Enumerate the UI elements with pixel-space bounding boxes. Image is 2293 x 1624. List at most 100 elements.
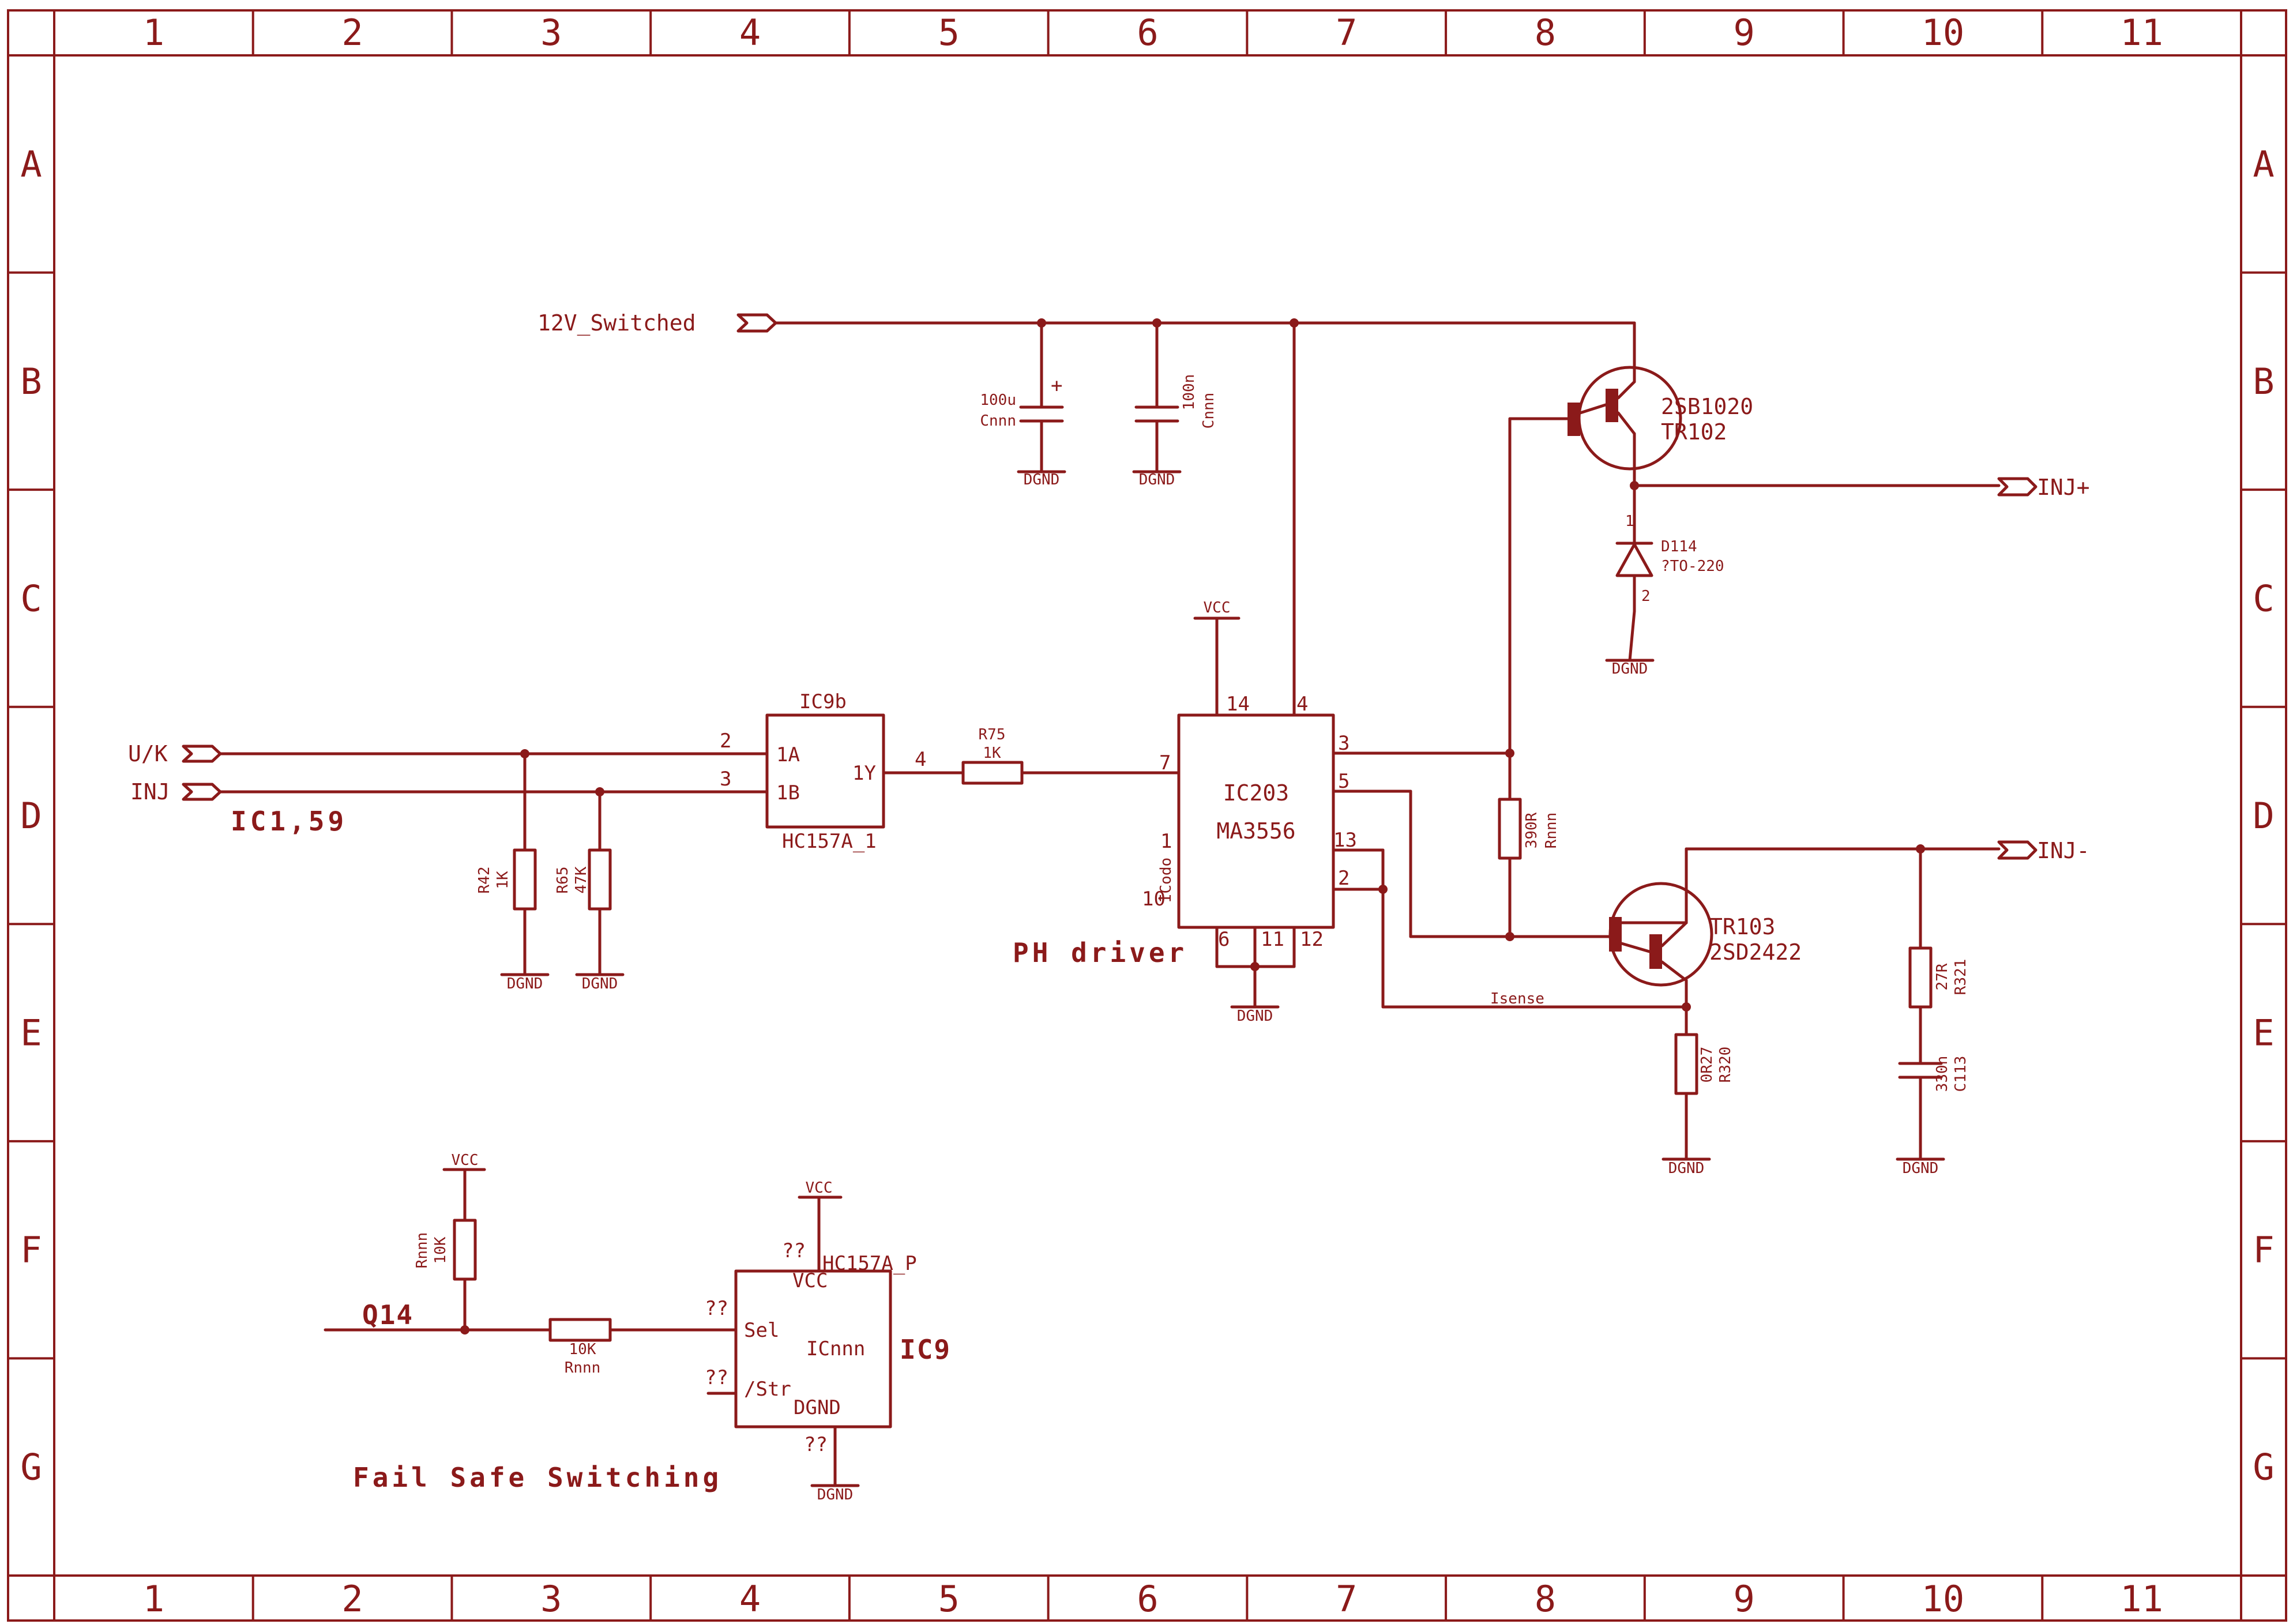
svg-text:R65: R65 xyxy=(554,867,572,894)
svg-text:ICodo: ICodo xyxy=(1157,858,1175,903)
svg-text:R75: R75 xyxy=(979,726,1006,743)
svg-text:IC1,59: IC1,59 xyxy=(231,806,347,837)
svg-text:1: 1 xyxy=(1160,830,1172,853)
frame-col-label: 1 xyxy=(143,1578,164,1620)
svg-text:11: 11 xyxy=(1261,928,1284,951)
frame-col-label: 7 xyxy=(1336,1578,1357,1620)
svg-text:DGND: DGND xyxy=(1139,471,1175,488)
svg-text:R321: R321 xyxy=(1952,959,1969,995)
svg-text:47K: 47K xyxy=(573,866,590,893)
svg-text:Cnnn: Cnnn xyxy=(980,412,1016,430)
frame-col-label: 10 xyxy=(1922,1578,1965,1620)
frame-row-label: A xyxy=(20,143,42,185)
tr103-transistor: TR103 2SD2422 INJ- 0R27 R320 DGND 27R R3… xyxy=(1608,838,2090,1177)
svg-text:+: + xyxy=(1051,374,1062,397)
svg-text:IC203: IC203 xyxy=(1223,780,1289,806)
svg-text:C113: C113 xyxy=(1952,1056,1969,1092)
svg-text:2SB1020: 2SB1020 xyxy=(1661,394,1753,419)
frame-row-label: A xyxy=(2253,143,2274,185)
svg-text:R320: R320 xyxy=(1717,1047,1734,1083)
svg-text:D114: D114 xyxy=(1661,538,1697,555)
frame-col-label: 10 xyxy=(1922,12,1965,54)
svg-text:HC157A_1: HC157A_1 xyxy=(782,830,877,853)
svg-text:ICnnn: ICnnn xyxy=(806,1337,865,1360)
frame-row-label: G xyxy=(2253,1446,2274,1488)
frame-row-label: D xyxy=(20,795,42,837)
svg-text:DGND: DGND xyxy=(1612,660,1648,678)
net-isense: Isense xyxy=(1490,990,1544,1008)
net-12v-switched: 12V_Switched xyxy=(537,310,696,336)
frame-col-label: 6 xyxy=(1137,12,1158,54)
svg-text:DGND: DGND xyxy=(1237,1008,1273,1025)
svg-text:DGND: DGND xyxy=(507,975,543,993)
svg-text:DGND: DGND xyxy=(794,1396,841,1419)
svg-text:1: 1 xyxy=(1625,513,1634,530)
frame-col-label: 4 xyxy=(739,1578,761,1620)
svg-text:13: 13 xyxy=(1333,829,1357,852)
svg-text:PH driver: PH driver xyxy=(1013,937,1187,968)
frame-row-label: F xyxy=(20,1229,42,1271)
svg-text:10K: 10K xyxy=(432,1236,449,1264)
svg-text:Fail Safe Switching: Fail Safe Switching xyxy=(353,1462,722,1493)
svg-text:Cnnn: Cnnn xyxy=(1200,393,1217,429)
svg-text:Sel: Sel xyxy=(744,1319,779,1342)
svg-text:1B: 1B xyxy=(776,781,800,805)
frame-col-label: 2 xyxy=(341,12,363,54)
svg-text:VCC: VCC xyxy=(1204,599,1231,616)
svg-text:R42: R42 xyxy=(476,867,493,894)
svg-text:2: 2 xyxy=(720,730,731,753)
frame-row-label: C xyxy=(20,577,42,619)
svg-text:HC157A_P: HC157A_P xyxy=(822,1252,917,1275)
frame-col-label: 8 xyxy=(1535,1578,1556,1620)
frame-col-label: 3 xyxy=(540,12,562,54)
svg-text:??: ?? xyxy=(804,1433,828,1456)
svg-text:14: 14 xyxy=(1226,693,1250,716)
svg-text:1K: 1K xyxy=(983,745,1001,762)
frame-row-label: E xyxy=(2253,1012,2274,1054)
svg-text:1K: 1K xyxy=(494,871,512,889)
svg-text:MA3556: MA3556 xyxy=(1216,818,1295,844)
frame-row-label: C xyxy=(2253,577,2274,619)
svg-text:3: 3 xyxy=(1338,732,1350,755)
svg-text:0R27: 0R27 xyxy=(1698,1047,1716,1083)
svg-text:VCC: VCC xyxy=(806,1179,833,1197)
svg-text:2: 2 xyxy=(1641,588,1651,605)
svg-text:5: 5 xyxy=(1338,770,1350,793)
svg-text:??: ?? xyxy=(782,1239,806,1262)
svg-text:1A: 1A xyxy=(776,743,800,766)
ic9b-body xyxy=(765,713,885,829)
svg-text:10: 10 xyxy=(1142,888,1166,911)
d114-diode: 1 2 D114 ?TO-220 DGND xyxy=(1605,484,1724,678)
svg-text:4: 4 xyxy=(915,748,926,771)
svg-text:DGND: DGND xyxy=(1668,1160,1705,1177)
svg-text:??: ?? xyxy=(705,1297,728,1320)
svg-text:390R: 390R xyxy=(1523,812,1540,848)
input-section: U/K INJ IC1,59 R42 1K DGND R65 47K DGND … xyxy=(128,690,1181,993)
svg-text:Q14: Q14 xyxy=(362,1299,414,1330)
svg-text:2: 2 xyxy=(1338,867,1350,890)
svg-text:DGND: DGND xyxy=(582,975,618,993)
svg-text:TR102: TR102 xyxy=(1661,419,1727,445)
svg-text:VCC: VCC xyxy=(452,1152,479,1169)
svg-text:IC9: IC9 xyxy=(900,1334,951,1365)
svg-text:12: 12 xyxy=(1300,928,1324,951)
svg-text:Rnnn: Rnnn xyxy=(414,1232,431,1269)
frame-col-label: 9 xyxy=(1734,12,1755,54)
supply-section: 12V_Switched + 100u Cnnn DGND 100n Cnnn … xyxy=(537,310,1636,717)
frame-col-label: 11 xyxy=(2120,1578,2163,1620)
frame-row-label: B xyxy=(2253,360,2274,403)
frame-col-label: 6 xyxy=(1137,1578,1158,1620)
svg-text:100u: 100u xyxy=(980,392,1016,409)
frame-col-label: 11 xyxy=(2120,12,2163,54)
svg-text:?TO-220: ?TO-220 xyxy=(1661,558,1724,575)
failsafe-section: VCC Rnnn 10K Q14 10K Rnnn VCC ?? HC157A_… xyxy=(324,1152,951,1503)
frame-col-label: 5 xyxy=(938,12,960,54)
svg-text:TR103: TR103 xyxy=(1709,914,1775,939)
svg-text:DGND: DGND xyxy=(1024,471,1060,488)
frame-col-label: 3 xyxy=(540,1578,562,1620)
svg-text:IC9b: IC9b xyxy=(799,690,847,713)
frame-col-label: 7 xyxy=(1336,12,1357,54)
svg-text:Rnnn: Rnnn xyxy=(1543,813,1560,849)
